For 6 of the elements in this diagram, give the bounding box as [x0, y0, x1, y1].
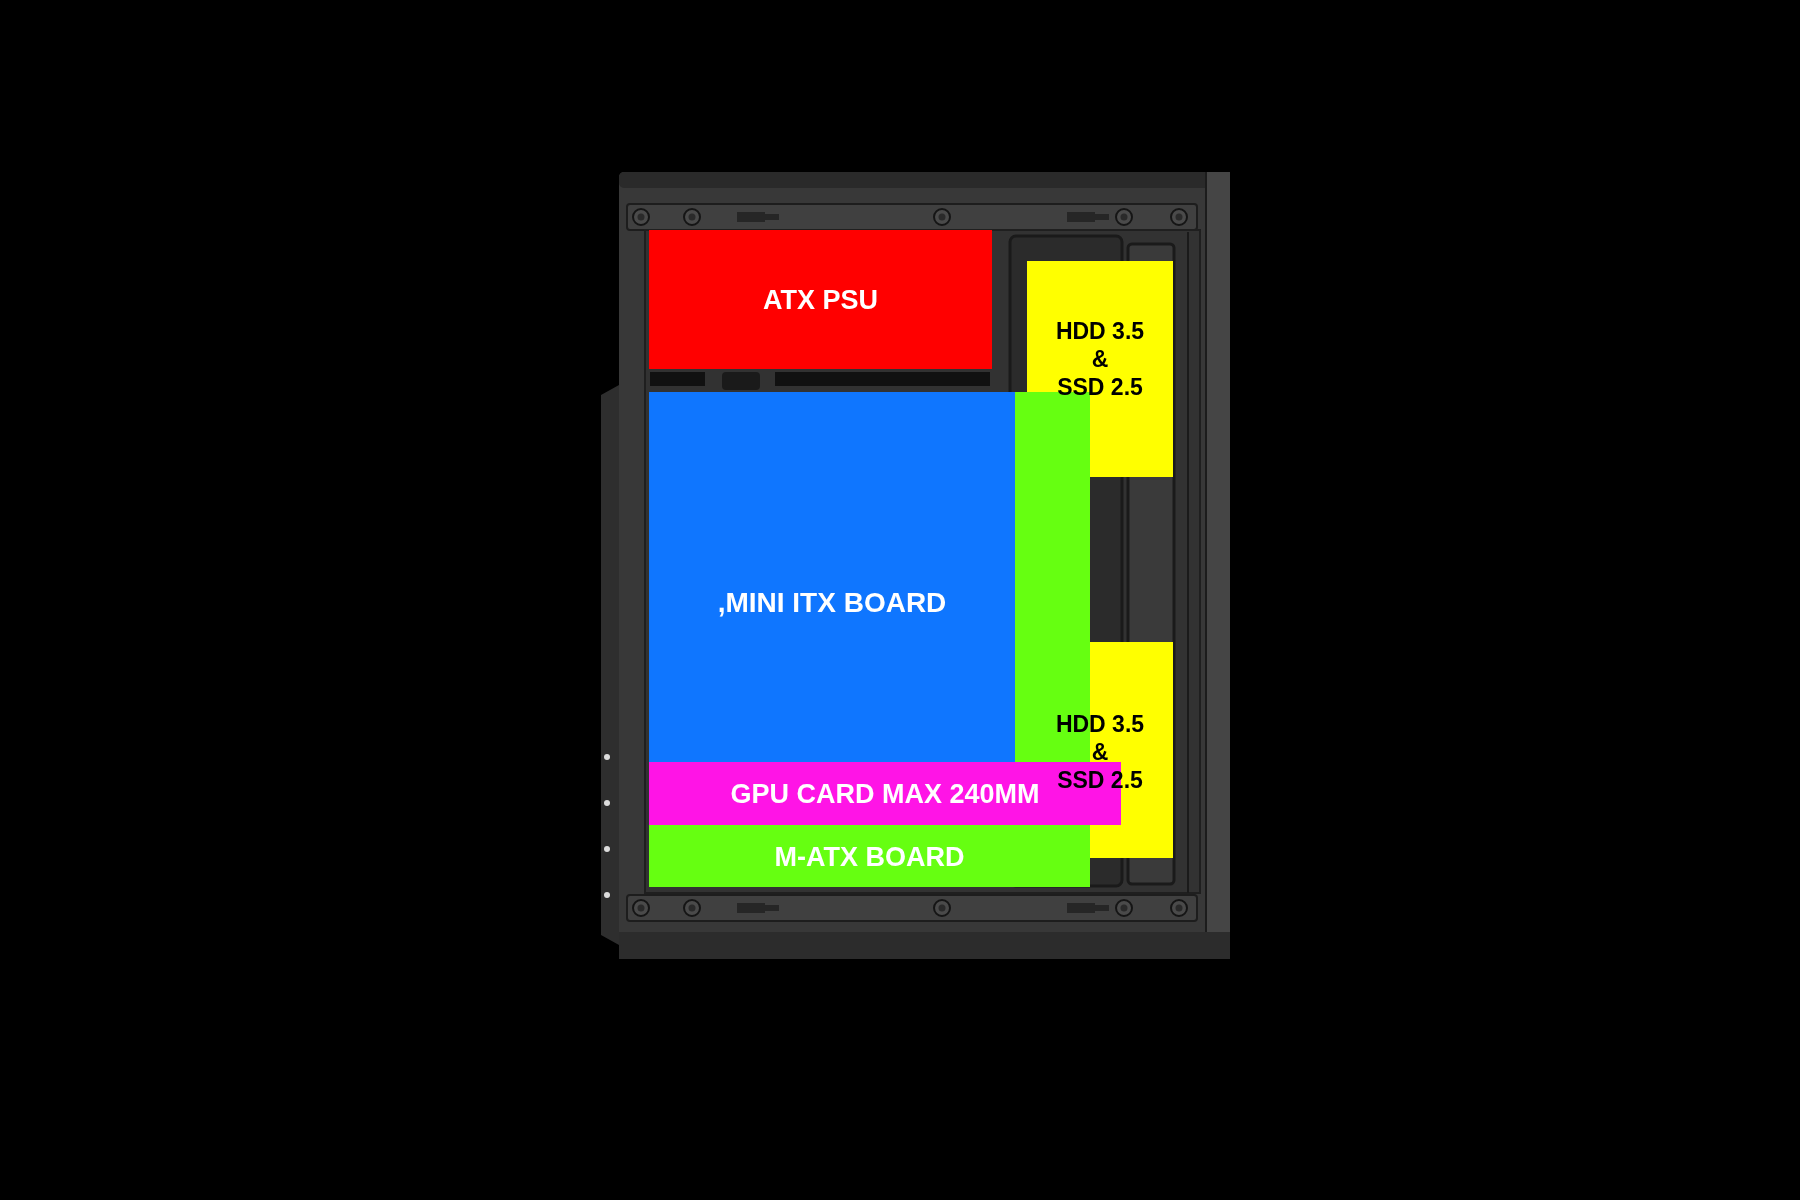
area-label: ATX PSU [763, 284, 878, 316]
itx-board-zone [649, 392, 1015, 762]
area-label: M-ATX BOARD [774, 841, 965, 873]
psu-zone [649, 230, 992, 369]
area-label: ,MINI ITX BOARD [717, 586, 947, 620]
area-label: GPU CARD MAX 240MM [730, 778, 1040, 810]
